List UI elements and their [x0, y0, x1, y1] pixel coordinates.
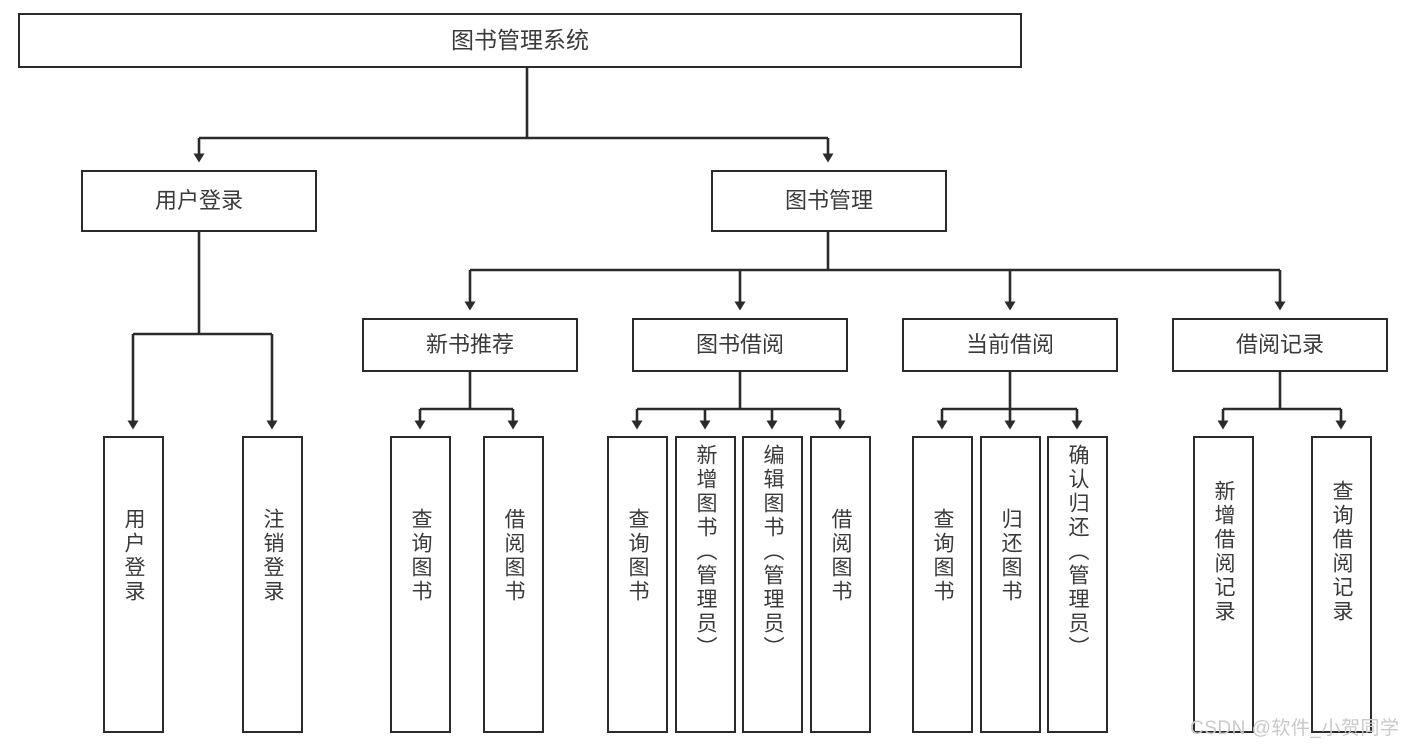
- node-user-login-label: 用户登录: [154, 187, 243, 213]
- leaf-return-book[interactable]: 归还图书: [980, 436, 1041, 733]
- node-current-borrow-label: 当前借阅: [965, 331, 1054, 357]
- leaf-borrow-book-2-label: 借阅图书: [829, 508, 852, 604]
- leaf-query-book-1[interactable]: 查询图书: [390, 436, 451, 733]
- leaf-query-borrow-record[interactable]: 查询借阅记录: [1311, 436, 1372, 733]
- node-borrow-record-label: 借阅记录: [1235, 331, 1324, 357]
- leaf-query-book-2-label: 查询图书: [626, 508, 649, 604]
- node-book-borrow[interactable]: 图书借阅: [632, 318, 848, 372]
- leaf-edit-book[interactable]: 编辑图书（管理员）: [742, 436, 803, 733]
- leaf-borrow-book-1[interactable]: 借阅图书: [483, 436, 544, 733]
- leaf-query-book-1-label: 查询图书: [409, 508, 432, 604]
- leaf-add-book-label: 新增图书（管理员）: [694, 444, 717, 660]
- leaf-query-book-3[interactable]: 查询图书: [912, 436, 973, 733]
- node-book-borrow-label: 图书借阅: [695, 331, 784, 357]
- node-root-label: 图书管理系统: [451, 26, 589, 53]
- csdn-watermark: CSDN @软件_小贺同学: [1190, 718, 1400, 739]
- node-book-management[interactable]: 图书管理: [711, 170, 947, 232]
- node-root[interactable]: 图书管理系统: [18, 13, 1022, 68]
- leaf-add-borrow-record-label: 新增借阅记录: [1212, 480, 1235, 624]
- leaf-add-book[interactable]: 新增图书（管理员）: [675, 436, 736, 733]
- leaf-add-borrow-record[interactable]: 新增借阅记录: [1193, 436, 1254, 733]
- node-user-login[interactable]: 用户登录: [81, 170, 317, 232]
- leaf-query-book-2[interactable]: 查询图书: [607, 436, 668, 733]
- leaf-query-borrow-record-label: 查询借阅记录: [1330, 480, 1353, 624]
- node-new-book-recommend[interactable]: 新书推荐: [362, 318, 578, 372]
- leaf-logout-login-label: 注销登录: [261, 508, 284, 604]
- leaf-query-book-3-label: 查询图书: [931, 508, 954, 604]
- leaf-confirm-return[interactable]: 确认归还（管理员）: [1047, 436, 1108, 733]
- leaf-borrow-book-1-label: 借阅图书: [502, 508, 525, 604]
- leaf-return-book-label: 归还图书: [999, 508, 1022, 604]
- leaf-logout-login[interactable]: 注销登录: [242, 436, 303, 733]
- node-current-borrow[interactable]: 当前借阅: [902, 318, 1118, 372]
- leaf-user-login[interactable]: 用户登录: [103, 436, 164, 733]
- node-new-book-recommend-label: 新书推荐: [425, 331, 514, 357]
- leaf-confirm-return-label: 确认归还（管理员）: [1066, 444, 1089, 660]
- node-borrow-record[interactable]: 借阅记录: [1172, 318, 1388, 372]
- leaf-user-login-label: 用户登录: [122, 508, 145, 604]
- node-book-management-label: 图书管理: [784, 187, 873, 213]
- leaf-edit-book-label: 编辑图书（管理员）: [761, 444, 784, 660]
- leaf-borrow-book-2[interactable]: 借阅图书: [810, 436, 871, 733]
